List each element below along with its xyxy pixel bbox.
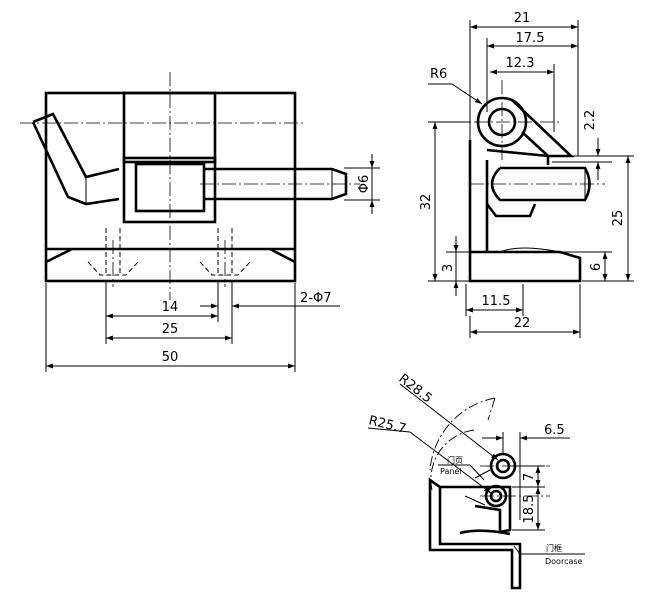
dim-hole-dia: Φ6 <box>357 175 372 194</box>
dim-h18-5: 18.5 <box>522 495 537 524</box>
label-panel-cn: 门页 <box>447 455 463 465</box>
dim-overall-width: 50 <box>162 350 179 365</box>
dim-radius: R6 <box>430 67 447 82</box>
dim-holes: 2-Φ7 <box>300 291 331 306</box>
dim-r28-5: R28.5 <box>396 371 435 406</box>
dim-w21: 21 <box>514 11 531 26</box>
dim-h32: 32 <box>419 194 434 211</box>
dim-w12-3: 12.3 <box>506 56 535 71</box>
label-doorcase-en: Doorcase <box>545 557 583 566</box>
dim-spacing-14: 14 <box>162 300 179 315</box>
dim-spacing-25: 25 <box>162 322 179 337</box>
dim-h25: 25 <box>611 210 626 227</box>
front-view: Φ6 2-Φ7 14 25 50 <box>20 72 380 372</box>
swing-view: R28.5 R25.7 6.5 7 18.5 门页 Panel 门框 Doorc… <box>367 371 585 590</box>
dim-h6: 6 <box>589 263 604 271</box>
dim-h2-2: 2.2 <box>583 110 598 131</box>
dim-h3: 3 <box>441 264 456 272</box>
label-doorcase-cn: 门框 <box>546 543 562 553</box>
dim-w17-5: 17.5 <box>516 31 545 46</box>
dim-w11-5: 11.5 <box>482 294 511 309</box>
side-view: R6 21 17.5 12.3 2.2 32 25 <box>419 11 634 338</box>
dim-r25-7: R25.7 <box>367 413 407 437</box>
dim-w6-5: 6.5 <box>544 423 565 438</box>
dim-w22: 22 <box>514 316 531 331</box>
dim-h7: 7 <box>522 473 537 481</box>
label-panel-en: Panel <box>440 467 462 476</box>
